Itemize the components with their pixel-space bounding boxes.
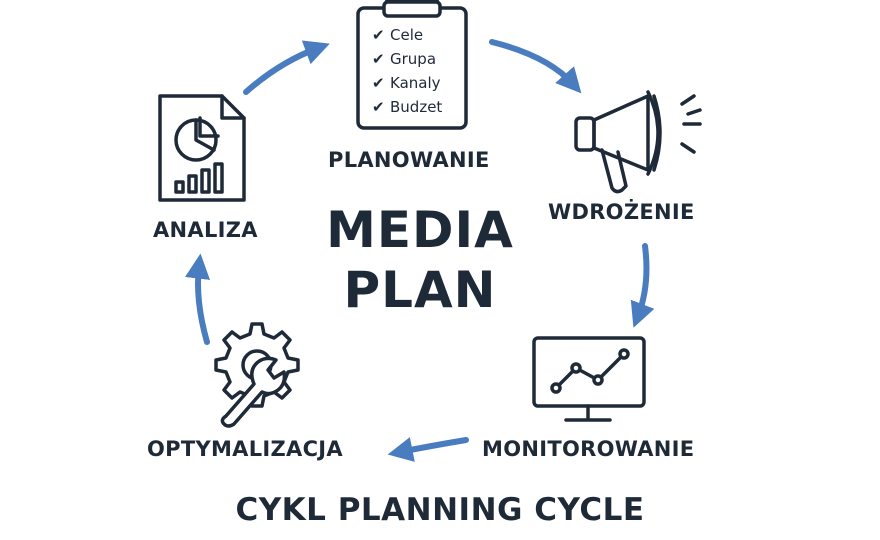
checklist-item: ✔Grupa <box>372 50 437 68</box>
megaphone-icon <box>574 90 702 194</box>
checklist-item: ✔Budzet <box>372 98 443 116</box>
stage-label-planowanie: PLANOWANIE <box>328 148 490 172</box>
stage-label-monitorowanie: MONITOROWANIE <box>482 437 695 461</box>
center-title: MEDIA PLAN <box>300 200 540 320</box>
arrow-monitorowanie-to-optymalizacja <box>387 437 469 462</box>
report-document-icon <box>158 94 246 202</box>
checklist-item: ✔Kanaly <box>372 74 441 92</box>
arrow-optymalizacja-to-analiza <box>185 253 211 345</box>
stage-label-analiza: ANALIZA <box>153 218 258 242</box>
center-title-line1: MEDIA <box>326 201 514 259</box>
gear-wrench-icon <box>214 322 300 428</box>
check-icon: ✔ <box>372 26 385 44</box>
stage-label-optymalizacja: OPTYMALIZACJA <box>147 437 343 461</box>
arrow-analiza-to-planowanie <box>243 40 330 95</box>
checklist-item: ✔Cele <box>372 26 424 44</box>
arrow-planowanie-to-wdrozenie <box>489 39 582 94</box>
check-icon: ✔ <box>372 50 385 68</box>
check-icon: ✔ <box>372 98 385 116</box>
monitor-line-chart-icon <box>532 336 646 422</box>
arrow-wdrozenie-to-monitorowanie <box>630 243 655 328</box>
center-title-line2: PLAN <box>343 261 497 319</box>
stage-label-wdrozenie: WDROŻENIE <box>548 200 695 224</box>
check-icon: ✔ <box>372 74 385 92</box>
footer-caption: CYKL PLANNING CYCLE <box>235 492 645 528</box>
clipboard-checklist-icon <box>356 0 468 130</box>
